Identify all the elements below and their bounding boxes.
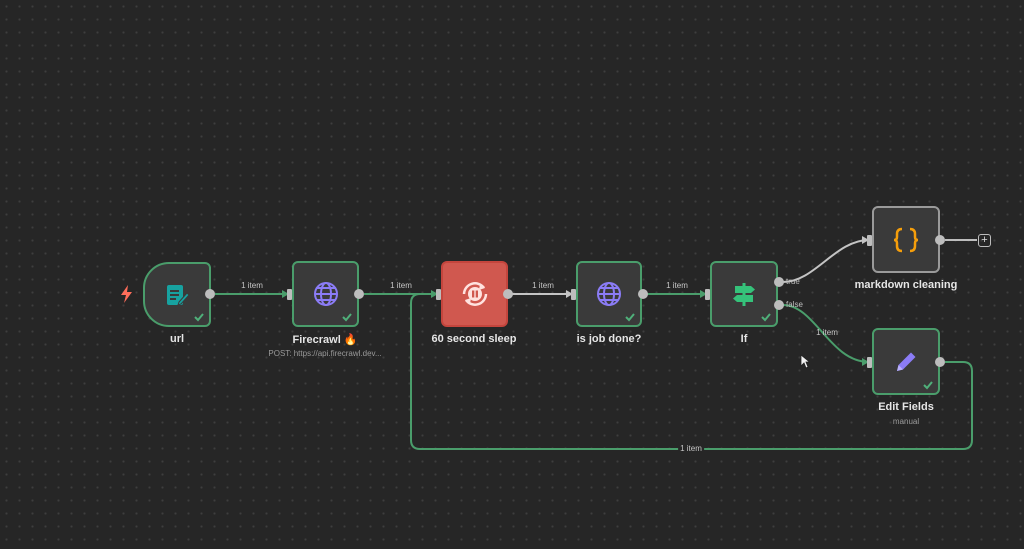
output-port[interactable]	[638, 289, 648, 299]
node-firecrawl[interactable]	[292, 261, 359, 327]
output-port[interactable]	[503, 289, 513, 299]
connection-item-count: 1 item	[816, 328, 838, 337]
node-title: Edit Fields	[878, 401, 934, 413]
output-port-true[interactable]	[774, 277, 784, 287]
connection-item-count: 1 item	[390, 281, 412, 290]
output-port-false[interactable]	[774, 300, 784, 310]
arrowhead	[700, 290, 707, 298]
branch-label-false: false	[786, 300, 803, 309]
connection-if-true-markdown[interactable]	[782, 239, 870, 283]
node-title: Firecrawl 🔥	[292, 334, 358, 346]
input-port[interactable]	[705, 289, 710, 300]
wait-icon	[462, 282, 487, 306]
node-title: url	[169, 333, 185, 345]
node-60-second-sleep[interactable]	[441, 261, 508, 327]
output-port[interactable]	[354, 289, 364, 299]
node-edit-fields[interactable]	[872, 328, 940, 395]
arrowhead	[862, 236, 869, 244]
globe-icon	[597, 282, 621, 306]
arrowhead	[282, 290, 289, 298]
node-if[interactable]	[710, 261, 778, 327]
input-port[interactable]	[571, 289, 576, 300]
output-port[interactable]	[935, 235, 945, 245]
success-check-icon	[761, 313, 771, 322]
success-check-icon	[342, 313, 352, 322]
node-markdown-cleaning[interactable]	[872, 206, 940, 273]
arrowhead	[862, 358, 869, 366]
input-port[interactable]	[436, 289, 441, 300]
input-port[interactable]	[867, 235, 872, 246]
success-check-icon	[625, 313, 635, 322]
trigger-bolt-icon	[121, 285, 132, 303]
pencil-icon	[897, 352, 916, 371]
input-port[interactable]	[287, 289, 292, 300]
code-braces-icon	[893, 227, 919, 252]
output-port[interactable]	[205, 289, 215, 299]
success-check-icon	[194, 313, 204, 322]
node-subtitle: manual	[892, 417, 920, 426]
node-title: markdown cleaning	[854, 279, 958, 291]
input-port[interactable]	[867, 357, 872, 368]
node-url[interactable]	[143, 262, 211, 327]
node-is-job-done[interactable]	[576, 261, 642, 327]
form-trigger-icon	[167, 284, 190, 306]
connection-item-count: 1 item	[666, 281, 688, 290]
output-port[interactable]	[935, 357, 945, 367]
node-title: is job done?	[576, 333, 642, 345]
connection-item-count: 1 item	[241, 281, 263, 290]
mouse-cursor-icon	[800, 354, 810, 369]
success-check-icon	[923, 381, 933, 390]
connection-item-count: 1 item	[678, 444, 704, 453]
arrowhead	[566, 290, 573, 298]
signpost-icon	[733, 283, 755, 306]
branch-label-true: true	[786, 277, 800, 286]
node-subtitle: POST: https://api.firecrawl.dev...	[268, 349, 382, 358]
node-title: 60 second sleep	[431, 333, 517, 345]
connection-item-count: 1 item	[532, 281, 554, 290]
connection-if-false-editfields[interactable]	[782, 304, 870, 363]
node-title: If	[740, 333, 748, 345]
globe-icon	[313, 282, 338, 306]
add-node-button[interactable]: +	[978, 234, 991, 247]
